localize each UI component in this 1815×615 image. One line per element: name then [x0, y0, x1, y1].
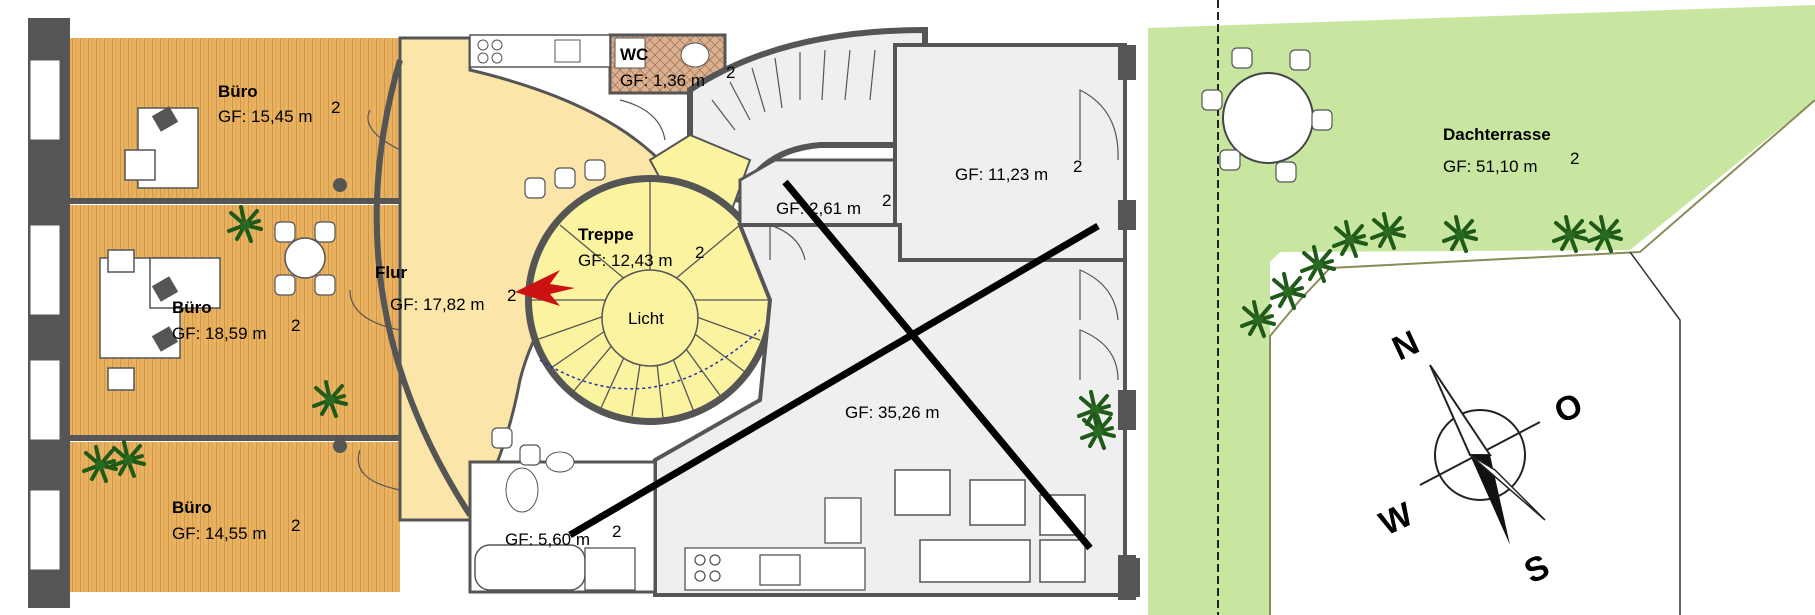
unit-sup: 2: [1570, 149, 1579, 168]
terrace-edge: [1269, 99, 1815, 615]
room-area-buero-top: GF: 15,45 m: [218, 107, 312, 126]
room-name-buero-top: Büro: [218, 82, 258, 101]
kitchen-bottom: [584, 497, 866, 591]
room-area-main: GF: 35,26 m: [845, 403, 939, 422]
kitchen-top: [469, 34, 611, 68]
unit-sup: 2: [291, 516, 300, 535]
terrace-area: [1148, 5, 1815, 615]
unit-sup: 2: [882, 191, 891, 210]
room-name-buero-bottom: Büro: [172, 498, 212, 517]
windows-left: [29, 59, 61, 571]
bathtub: [474, 544, 586, 591]
room-area-buero-bottom: GF: 14,55 m: [172, 524, 266, 543]
demolition-marks: [568, 179, 1100, 551]
room-name-flur: Flur: [375, 263, 407, 282]
room-area-1123: GF: 11,23 m: [955, 165, 1048, 184]
terrace-area-label: GF: 51,10 m: [1443, 157, 1537, 176]
light-well-label: Licht: [628, 309, 664, 328]
room-name-buero-mid: Büro: [172, 298, 212, 317]
unit-sup: 2: [612, 522, 621, 541]
terrace-border: [1629, 251, 1681, 615]
compass: [1419, 364, 1546, 545]
room-1123: [893, 43, 1127, 262]
unit-sup: 2: [507, 286, 516, 305]
room-area-treppe: GF: 12,43 m: [578, 251, 672, 270]
office-furniture: [99, 107, 606, 466]
room-area-store: GF: 2,61 m: [776, 199, 861, 218]
unit-sup: 2: [331, 98, 340, 117]
compass-w: W: [1374, 495, 1420, 543]
unit-sup: 2: [726, 63, 735, 82]
entry-arrow: [515, 270, 575, 306]
room-area-wc: GF: 1,36 m: [620, 71, 705, 90]
room-name-treppe: Treppe: [578, 225, 634, 244]
room-area-flur: GF: 17,82 m: [390, 295, 484, 314]
terrace-table: [1201, 47, 1333, 183]
furniture-main: [894, 469, 1086, 583]
compass-o: O: [1549, 386, 1589, 432]
room-name-wc: WC: [620, 45, 648, 64]
room-area-bath: GF: 5,60 m: [505, 530, 590, 549]
unit-sup: 2: [1073, 157, 1082, 176]
unit-sup: 2: [291, 316, 300, 335]
room-area-buero-mid: GF: 18,59 m: [172, 324, 266, 343]
terrace-name: Dachterrasse: [1443, 125, 1551, 144]
light-well: [601, 269, 699, 367]
compass-n: N: [1387, 323, 1425, 368]
unit-sup: 2: [695, 243, 704, 262]
compass-s: S: [1519, 547, 1556, 591]
